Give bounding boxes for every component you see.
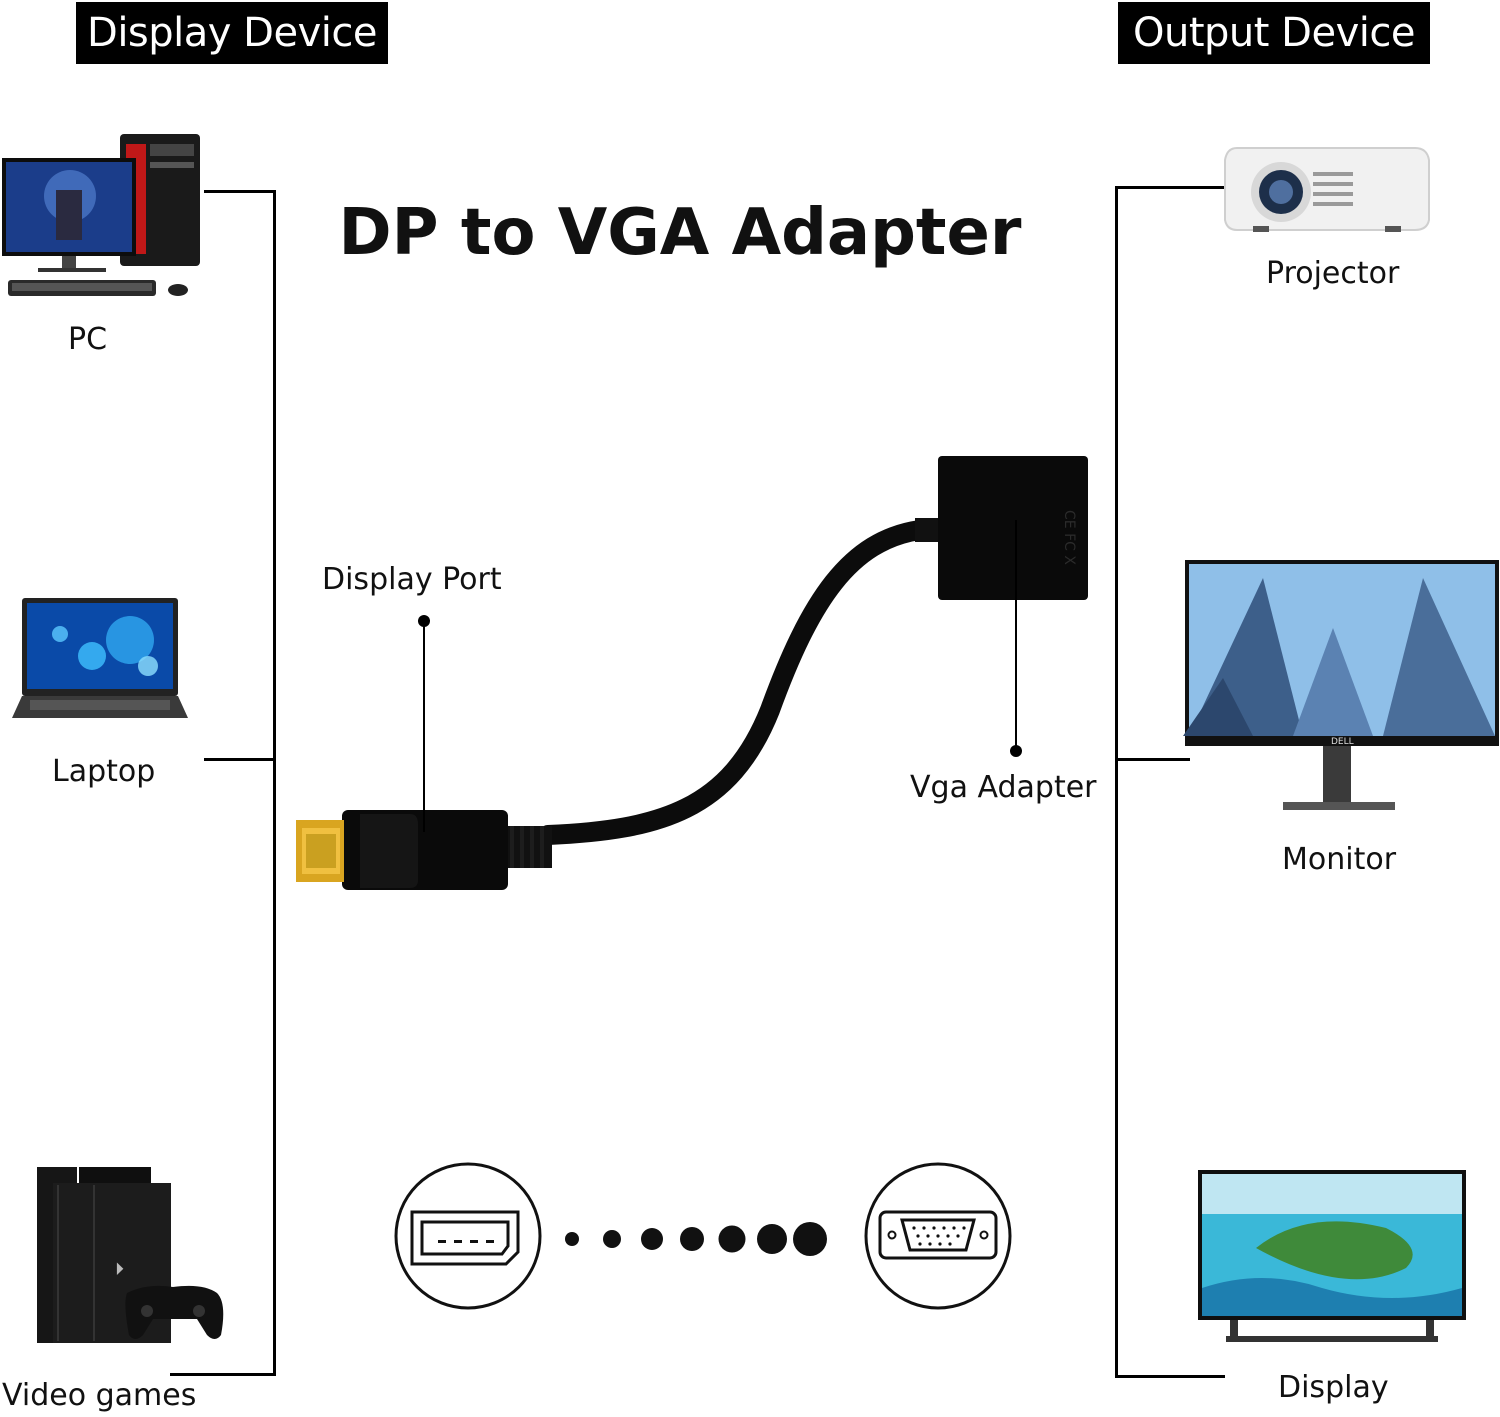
laptop-icon bbox=[12, 598, 188, 718]
display-label: Display bbox=[1278, 1370, 1389, 1405]
projector-icon bbox=[1224, 147, 1430, 232]
vga-marks-text: CE FC X bbox=[1061, 510, 1077, 565]
video-games-label: Video games bbox=[2, 1378, 197, 1413]
left-connector-vertical bbox=[273, 190, 276, 1376]
projector-label: Projector bbox=[1266, 256, 1400, 291]
page-title: DP to VGA Adapter bbox=[338, 196, 1022, 270]
laptop-label: Laptop bbox=[52, 754, 156, 789]
output-device-header: Output Device bbox=[1118, 2, 1430, 64]
progress-dots bbox=[565, 1222, 827, 1256]
tv-icon bbox=[1198, 1170, 1466, 1342]
adapter-cable: CE FC X bbox=[296, 456, 1088, 890]
right-connector-projector bbox=[1115, 186, 1225, 189]
pc-label: PC bbox=[68, 322, 108, 357]
monitor-icon: DELL bbox=[1183, 560, 1499, 810]
svg-text:⏵: ⏵ bbox=[115, 1259, 124, 1280]
display-port-leader-dot bbox=[418, 615, 430, 627]
display-port-leader-line bbox=[423, 620, 425, 832]
vga-leader-line bbox=[1015, 520, 1017, 750]
left-connector-console bbox=[170, 1373, 276, 1376]
display-device-header: Display Device bbox=[76, 2, 388, 64]
monitor-label: Monitor bbox=[1282, 842, 1397, 877]
vga-adapter-label: Vga Adapter bbox=[910, 770, 1097, 805]
left-connector-pc bbox=[204, 190, 276, 193]
left-connector-laptop bbox=[204, 758, 276, 761]
right-connector-monitor bbox=[1115, 758, 1190, 761]
svg-text:DELL: DELL bbox=[1331, 737, 1354, 747]
pc-icon bbox=[2, 134, 200, 296]
game-console-icon: ⏵ bbox=[37, 1167, 224, 1343]
vga-leader-dot bbox=[1010, 745, 1022, 757]
displayport-port-icon bbox=[394, 1162, 542, 1310]
vga-port-icon bbox=[864, 1162, 1012, 1310]
right-connector-vertical bbox=[1115, 186, 1118, 1378]
display-port-label: Display Port bbox=[322, 562, 502, 597]
right-connector-display bbox=[1115, 1375, 1225, 1378]
